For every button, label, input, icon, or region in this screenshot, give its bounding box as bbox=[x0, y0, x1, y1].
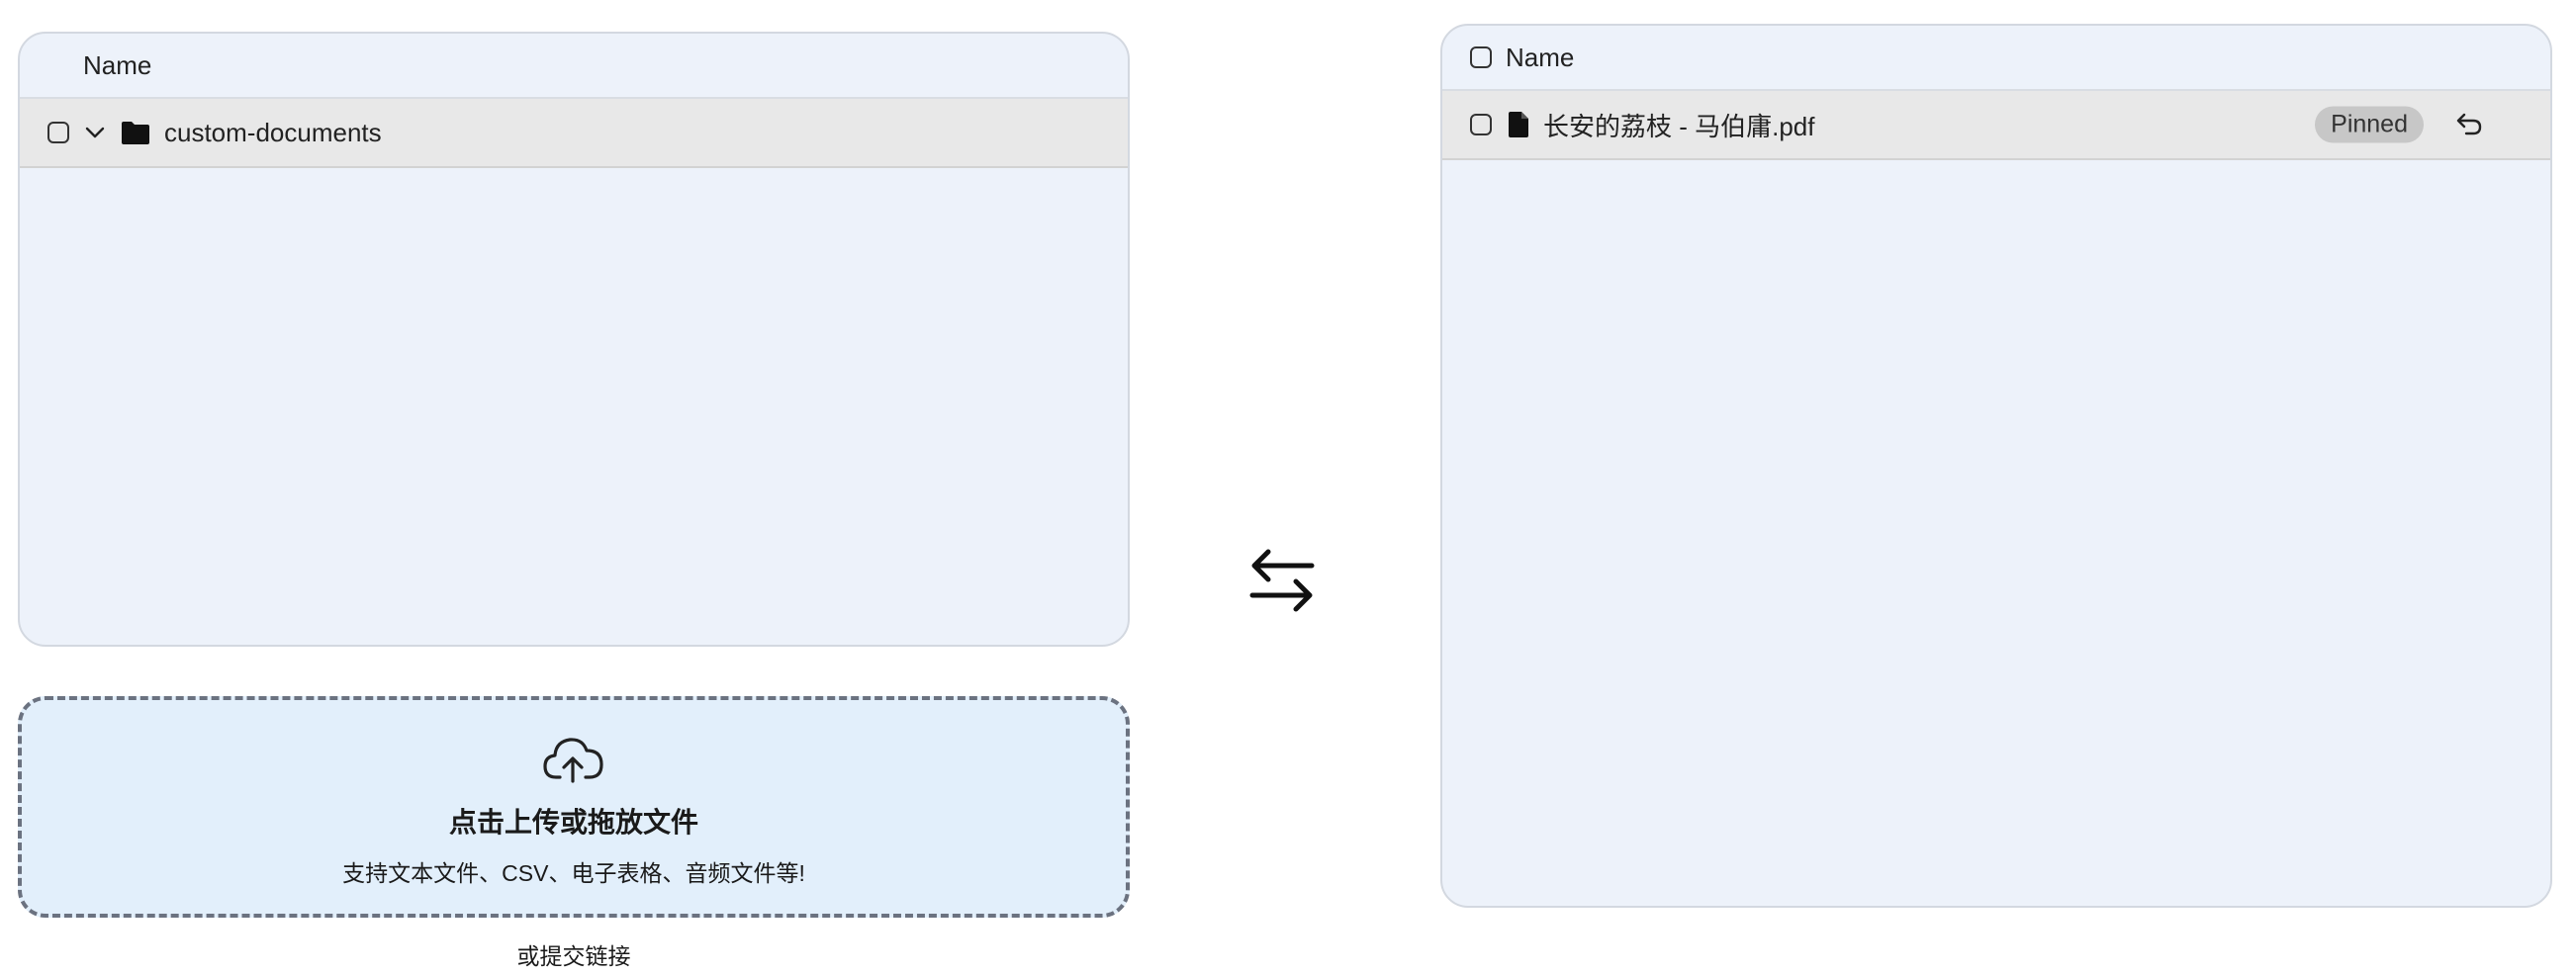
name-column-header: Name bbox=[83, 49, 152, 80]
file-name: 长安的荔枝 - 马伯庸.pdf bbox=[1543, 111, 1815, 141]
upload-dropzone[interactable]: 点击上传或拖放文件 支持文本文件、CSV、电子表格、音频文件等! bbox=[18, 696, 1130, 918]
pinned-documents-panel: Name 长安的荔枝 - 马伯庸.pdf Pinned bbox=[1440, 24, 2552, 908]
file-row[interactable]: 长安的荔枝 - 马伯庸.pdf Pinned bbox=[1442, 91, 2550, 160]
select-all-checkbox[interactable] bbox=[1470, 46, 1492, 68]
upload-title: 点击上传或拖放文件 bbox=[448, 807, 698, 838]
swap-arrows-icon bbox=[1248, 546, 1316, 615]
file-icon bbox=[1508, 111, 1529, 138]
chevron-down-icon[interactable] bbox=[83, 121, 107, 144]
folder-row[interactable]: custom-documents bbox=[20, 99, 1128, 168]
folder-icon bbox=[121, 120, 150, 145]
file-row-checkbox[interactable] bbox=[1470, 114, 1492, 135]
undo-icon[interactable] bbox=[2455, 112, 2483, 137]
submit-link-button[interactable]: 或提交链接 bbox=[516, 943, 631, 969]
left-table-header: Name bbox=[20, 34, 1128, 99]
folder-name: custom-documents bbox=[164, 117, 382, 147]
folder-row-checkbox[interactable] bbox=[47, 122, 69, 143]
name-column-header: Name bbox=[1506, 42, 1575, 72]
pinned-badge: Pinned bbox=[2315, 106, 2424, 143]
upload-subtitle: 支持文本文件、CSV、电子表格、音频文件等! bbox=[342, 860, 805, 886]
right-table-header: Name bbox=[1442, 26, 2550, 91]
cloud-upload-icon bbox=[542, 734, 605, 783]
workspace-documents-panel: Name custom-documents bbox=[18, 32, 1130, 647]
